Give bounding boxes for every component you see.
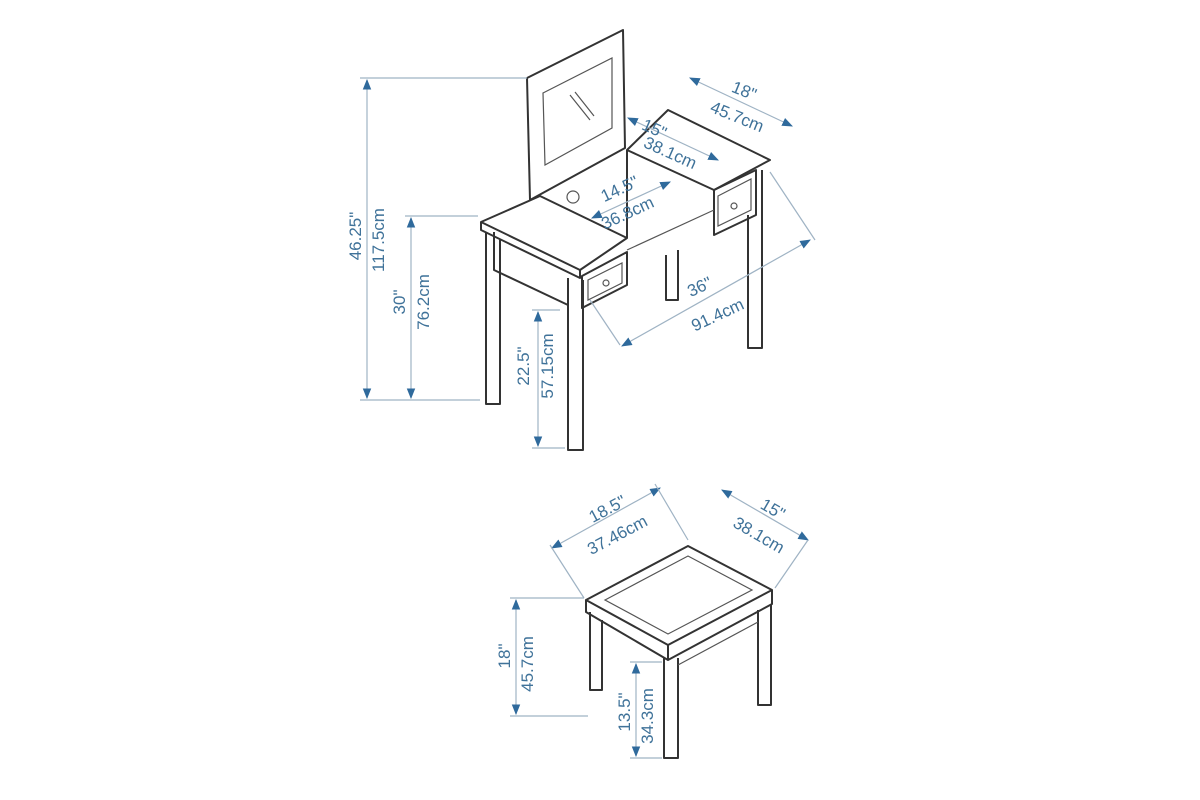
- depth-cm: 45.7cm: [708, 98, 767, 137]
- leg-clearance-cm: 57.15cm: [538, 333, 557, 398]
- compartment-depth-cm: 38.1cm: [641, 133, 700, 173]
- width-cm: 91.4cm: [688, 295, 747, 336]
- stool-dimensions: [510, 483, 809, 759]
- stool-leg-clearance-cm: 34.3cm: [638, 688, 657, 744]
- stool-leg-clearance-in: 13.5": [615, 692, 634, 731]
- stool-drawing: [585, 545, 773, 759]
- total-height-cm: 117.5cm: [369, 208, 388, 272]
- vanity-dimensions: [360, 77, 816, 449]
- depth-in: 18": [729, 77, 759, 104]
- stool-height-in: 18": [495, 644, 514, 669]
- stool-labels: 18.5" 37.46cm 15" 38.1cm 18" 45.7cm 13.5…: [495, 492, 788, 744]
- stool-height-cm: 45.7cm: [518, 636, 537, 692]
- table-height-cm: 76.2cm: [414, 274, 433, 330]
- leg-clearance-in: 22.5": [514, 346, 533, 385]
- vanity-labels: 46.25" 117.5cm 30" 76.2cm 22.5" 57.15cm …: [346, 77, 766, 398]
- stool-depth-in: 15": [757, 495, 788, 524]
- table-height-in: 30": [390, 290, 409, 315]
- total-height-in: 46.25": [346, 212, 365, 261]
- vanity-drawing: [480, 29, 771, 451]
